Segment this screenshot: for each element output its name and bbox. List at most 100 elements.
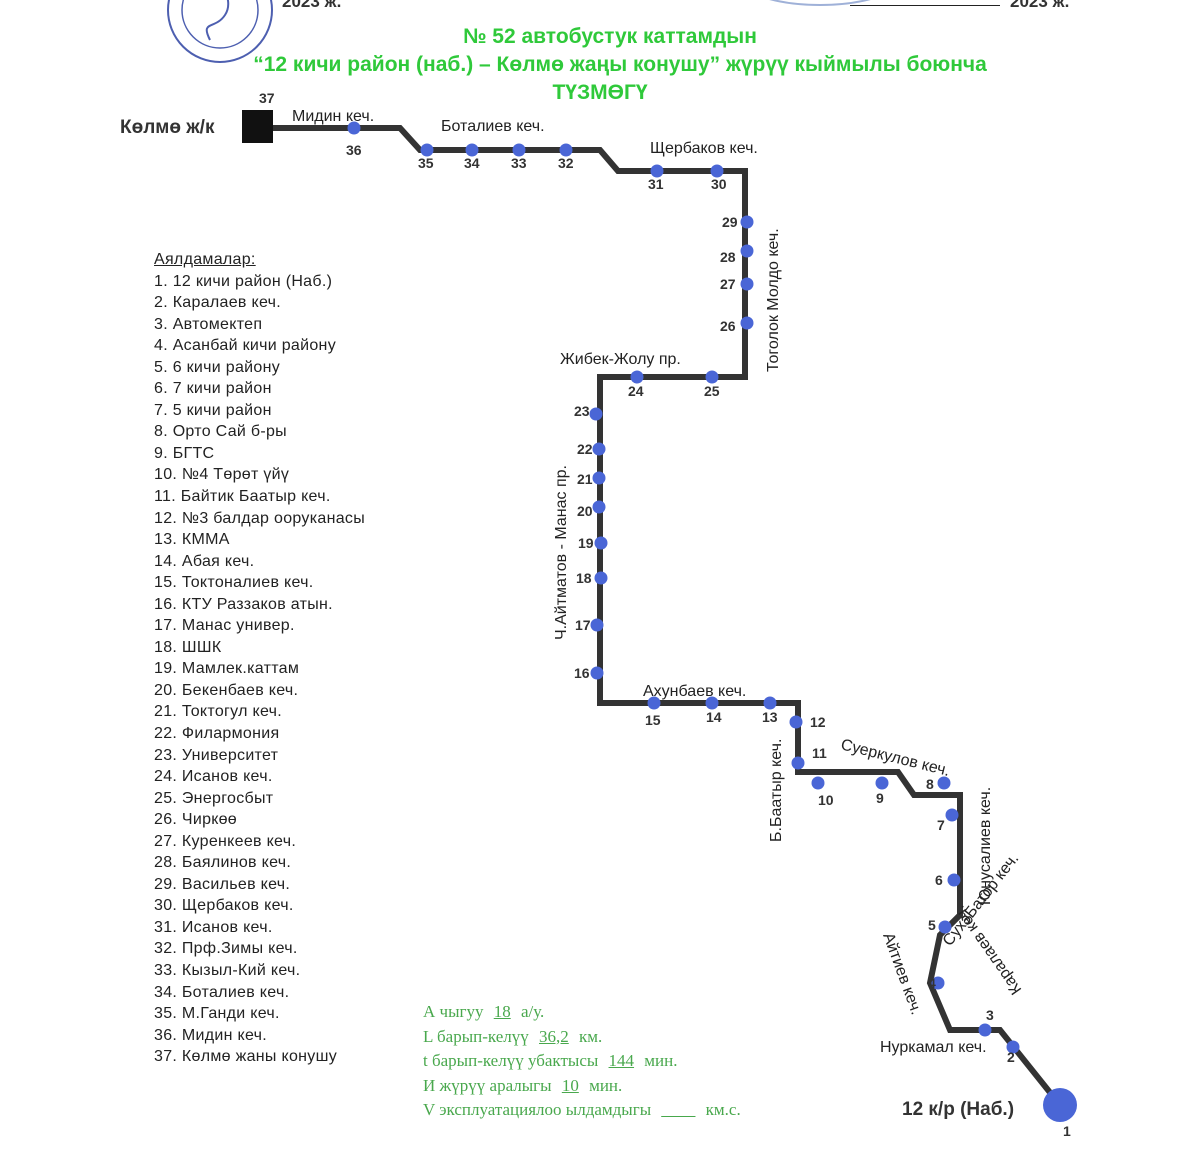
stop-number-label: 20: [577, 503, 593, 519]
stops-legend-item: 19. Мамлек.каттам: [154, 660, 300, 678]
stop-number-label: 19: [578, 535, 594, 551]
stops-legend-item: 36. Мидин кеч.: [154, 1026, 268, 1044]
stops-legend-item: 29. Васильев кеч.: [154, 875, 291, 893]
stop-number-label: 21: [577, 471, 593, 487]
street-label-jibek-jolu: Жибек-Жолу пр.: [560, 351, 681, 368]
bus-stop-marker: [592, 442, 606, 456]
stops-legend-item: 28. Баялинов кеч.: [154, 854, 292, 872]
stop-number-label: 36: [346, 142, 362, 158]
param-buses: А чыгуу 18 а/у.: [423, 1000, 741, 1025]
title-line-3: ТҮЗМӨГҮ: [552, 81, 648, 104]
stops-legend-item: 17. Манас универ.: [154, 617, 295, 635]
route-parameters: А чыгуу 18 а/у. L барып-келүү 36,2 км. t…: [423, 1000, 741, 1123]
param-speed: V эксплуатациялоо ылдамдыгы ____ км.с.: [423, 1098, 741, 1123]
stop-number-label: 27: [720, 276, 736, 292]
stops-legend-item: 25. Энергосбыт: [154, 789, 274, 807]
stop-number-label: 15: [645, 712, 661, 728]
bus-stop-marker: [789, 715, 803, 729]
stops-legend-item: 11. Байтик Баатыр кеч.: [154, 487, 331, 505]
signature-line-right: [850, 5, 1000, 6]
bus-stop-marker: [647, 696, 661, 710]
stops-legend-item: 18. ШШК: [154, 638, 222, 656]
bus-stop-marker: [931, 976, 945, 990]
bus-stop-marker: [420, 143, 434, 157]
stops-legend-item: 6. 7 кичи район: [154, 380, 272, 398]
stop-number-label: 11: [812, 745, 827, 761]
stops-legend-item: 1. 12 кичи район (Наб.): [154, 272, 333, 290]
bus-stop-marker: [594, 536, 608, 550]
stop-number-label: 1: [1063, 1123, 1071, 1139]
param-buses-value: 18: [493, 1002, 511, 1021]
stop-number-label: 35: [418, 155, 434, 171]
stops-legend-item: 22. Филармония: [154, 724, 280, 742]
end-terminal-marker: [242, 110, 273, 143]
street-label-baatyr: Б.Баатыр кеч.: [768, 739, 785, 842]
param-length-unit: км.: [579, 1026, 603, 1046]
bus-stop-marker: [945, 808, 959, 822]
stop-number-label: 13: [762, 709, 778, 725]
bus-stop-marker: [710, 164, 724, 178]
stops-legend-item: 31. Исанов кеч.: [154, 918, 273, 936]
param-length: L барып-келүү 36,2 км.: [423, 1025, 741, 1050]
end-terminal-label: Көлмө ж/к: [120, 117, 215, 138]
stop-number-label: 25: [704, 383, 720, 399]
street-label-yunusaliev: Юнусалиев кеч.: [977, 787, 994, 905]
stop-number-label: 22: [577, 441, 593, 457]
bus-stop-marker: [590, 618, 604, 632]
date-fragment-right: 2023 ж.: [1010, 0, 1070, 11]
stops-legend-item: 23. Университет: [154, 746, 279, 764]
stops-legend-item: 15. Токтоналиев кеч.: [154, 574, 314, 592]
stops-legend-item: 8. Орто Сай б-ры: [154, 423, 287, 441]
stops-legend-item: 16. КТУ Раззаков атын.: [154, 595, 333, 613]
stop-number-label: 31: [648, 176, 664, 192]
stop-number-label: 6: [935, 872, 943, 888]
seal-stamp-left: [167, 0, 273, 63]
stop-number-label: 29: [722, 214, 738, 230]
bus-stop-marker: [875, 776, 889, 790]
stop-number-label: 3: [986, 1007, 994, 1023]
stops-legend-item: 37. Көлмө жаны конушу: [154, 1048, 338, 1066]
street-label-karalaev: Каралаев кеч.: [951, 902, 1025, 997]
stop-number-label: 7: [937, 817, 945, 833]
param-length-label: L барып-келүү: [423, 1026, 529, 1046]
stop-number-label: 9: [876, 790, 884, 806]
bus-stop-marker: [705, 370, 719, 384]
bus-stop-marker: [512, 143, 526, 157]
param-time-unit: мин.: [644, 1051, 678, 1070]
title-line-1: № 52 автобустук каттамдын: [463, 25, 757, 48]
street-label-midin: Мидин кеч.: [292, 108, 374, 125]
date-fragment-left: 2023 ж.: [282, 0, 342, 11]
stop-number-label: 26: [720, 318, 736, 334]
bus-stop-marker: [594, 571, 608, 585]
stop-number-label: 24: [628, 383, 644, 399]
stops-legend: Аялдамалар: 1. 12 кичи район (Наб.)2. Ка…: [154, 249, 365, 1068]
stop-number-label: 34: [464, 155, 480, 171]
stop-number-label: 30: [711, 176, 727, 192]
street-label-sherbakov: Щербаков кеч.: [650, 140, 758, 157]
param-buses-label: А чыгуу: [423, 1002, 484, 1021]
stops-legend-heading: Аялдамалар:: [154, 251, 256, 268]
stops-legend-item: 10. №4 Төрөт үйү: [154, 466, 290, 484]
stop-number-label: 14: [706, 709, 722, 725]
stops-legend-item: 14. Абая кеч.: [154, 552, 255, 570]
bus-stop-marker: [791, 756, 805, 770]
stops-legend-item: 9. БГТС: [154, 444, 215, 462]
start-terminal-label: 12 к/р (Наб.): [902, 1099, 1014, 1120]
bus-stop-marker: [811, 776, 825, 790]
bus-stop-marker: [559, 143, 573, 157]
param-speed-value: ____: [661, 1100, 696, 1119]
bus-stop-marker: [705, 696, 719, 710]
stop-number-label: 4: [928, 975, 936, 991]
bus-stop-marker: [947, 873, 961, 887]
stops-legend-item: 4. Асанбай кичи районy: [154, 337, 336, 355]
stops-legend-item: 30. Щербаков кеч.: [154, 897, 294, 915]
param-length-value: 36,2: [539, 1026, 569, 1046]
stop-number-label: 8: [926, 776, 934, 792]
param-time-label: t барып-келүү убактысы: [423, 1051, 599, 1070]
param-interval-label: И жүрүү аралыгы: [423, 1075, 552, 1095]
stop-number-label: 17: [575, 617, 591, 633]
stop-number-label: 2: [1007, 1049, 1015, 1065]
title-line-2: “12 кичи район (наб.) – Көлмө жаңы конуш…: [253, 53, 987, 76]
param-interval-unit: мин.: [589, 1075, 623, 1095]
